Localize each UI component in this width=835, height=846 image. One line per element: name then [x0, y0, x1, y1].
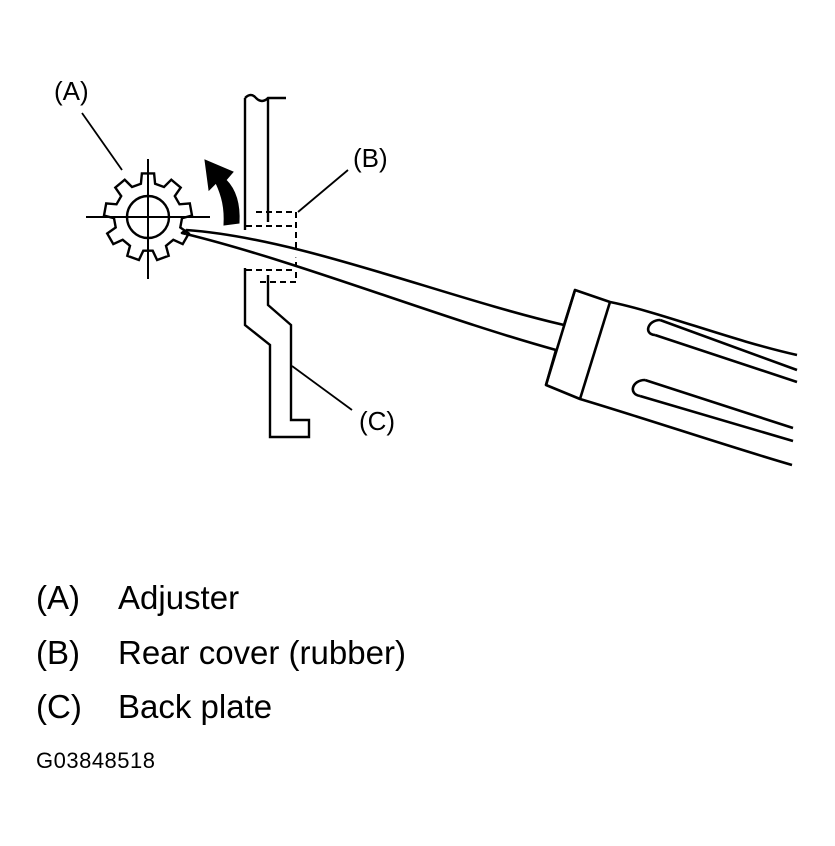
adjuster-gear-icon [86, 159, 210, 279]
legend-label: Adjuster [118, 579, 240, 616]
legend-label: Back plate [118, 688, 273, 725]
callout-c: (C) [359, 406, 395, 436]
callout-a: (A) [54, 76, 89, 106]
legend-key: (C) [36, 688, 82, 725]
rotation-arrow-icon [204, 159, 240, 226]
legend-key: (A) [36, 579, 80, 616]
figure-code: G03848518 [36, 748, 156, 773]
back-plate-icon [243, 93, 311, 439]
legend-label: Rear cover (rubber) [118, 634, 406, 671]
callout-b: (B) [353, 143, 388, 173]
leader-lines [81, 112, 353, 411]
legend-key: (B) [36, 634, 80, 671]
screwdriver-icon [180, 228, 798, 467]
rear-cover-icon [246, 211, 297, 283]
